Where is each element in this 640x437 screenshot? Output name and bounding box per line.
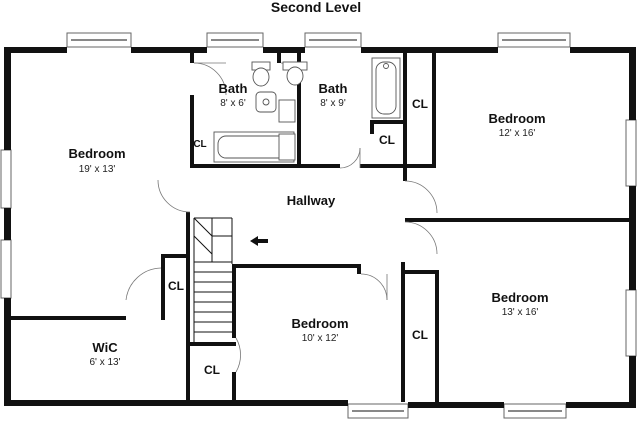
closet-label-bath-2: CL [379,133,395,147]
closet-label-south: CL [204,363,220,377]
windows [0,32,637,419]
room-bath-1: Bath 8' x 6' [219,81,248,109]
room-bedroom-center: Bedroom 10' x 12' [291,316,348,344]
bathroom-fixtures [213,57,401,163]
room-bedroom-se: Bedroom 13' x 16' [491,290,548,318]
room-dimensions: 8' x 9' [320,98,346,109]
room-name: Hallway [287,193,336,208]
room-name: Bedroom [68,146,125,161]
room-name: WiC [92,340,118,355]
room-dimensions: 8' x 6' [220,98,246,109]
room-name: Bedroom [491,290,548,305]
room-name: Bedroom [291,316,348,331]
room-dimensions: 12' x 16' [499,128,536,139]
room-name: Bath [319,81,348,96]
room-dimensions: 13' x 16' [502,307,539,318]
room-bedroom-nw: Bedroom 19' x 13' [68,146,125,175]
interior-walls [11,53,629,402]
room-wic: WiC 6' x 13' [89,340,120,368]
room-dimensions: 10' x 12' [302,333,339,344]
closet-label-stair: CL [168,279,184,293]
room-bedroom-ne: Bedroom 12' x 16' [488,111,545,139]
room-hallway: Hallway [287,193,336,208]
room-dimensions: 6' x 13' [89,357,120,368]
stair-direction-arrow-icon [250,236,268,246]
closet-label-ne: CL [412,97,428,111]
staircase [193,217,268,342]
room-name: Bath [219,81,248,96]
room-name: Bedroom [488,111,545,126]
closet-label-se: CL [412,328,428,342]
closet-label-bath: CL [193,139,206,150]
plan-title: Second Level [271,0,361,15]
room-dimensions: 19' x 13' [79,164,116,175]
exterior-walls [4,47,636,408]
room-bath-2: Bath 8' x 9' [319,81,348,109]
